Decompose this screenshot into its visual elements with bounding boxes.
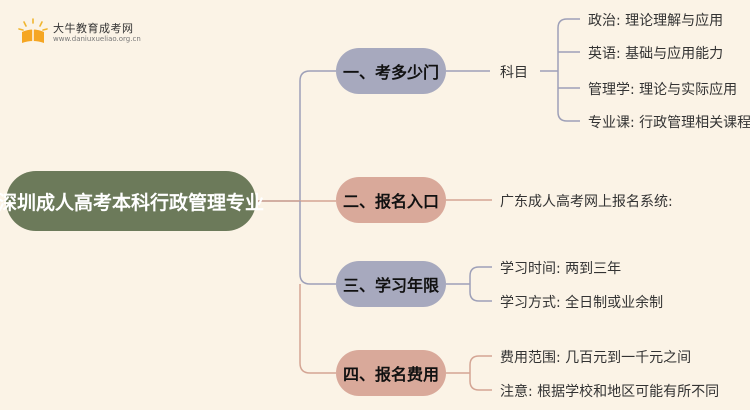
branch-fees: 四、报名费用 [336, 350, 446, 396]
root-node: 深圳成人高考本科行政管理专业 [0, 171, 264, 231]
leaf-registration-system: 广东成人高考网上报名系统: [500, 194, 673, 210]
branch-study-duration: 三、学习年限 [336, 261, 446, 307]
connector-root-b1 [256, 70, 336, 202]
subjects-label: 科目 [500, 65, 528, 81]
leaf-fee-note: 注意: 根据学校和地区可能有所不同 [500, 384, 720, 400]
logo-name: 大牛教育成考网 [53, 22, 134, 35]
leaf-study-time: 学习时间: 两到三年 [500, 261, 622, 277]
site-logo: 大牛教育成考网 www.daniuxueliao.org.cn [18, 17, 158, 47]
leaf-english: 英语: 基础与应用能力 [588, 46, 724, 62]
connector-root-b3 [299, 201, 336, 285]
leaf-major-course: 专业课: 行政管理相关课程 [588, 115, 750, 131]
branch-registration: 二、报名入口 [336, 177, 446, 223]
connector-b3-leaves [446, 266, 492, 302]
leaf-fee-range: 费用范围: 几百元到一千元之间 [500, 350, 692, 366]
leaf-study-mode: 学习方式: 全日制或业余制 [500, 295, 664, 311]
connector-b1-leaves [540, 18, 580, 122]
leaf-politics: 政治: 理论理解与应用 [588, 13, 724, 29]
leaf-management: 管理学: 理论与实际应用 [588, 82, 738, 98]
branch-exam-subjects: 一、考多少门 [336, 48, 446, 94]
connector-b4-leaves [446, 355, 492, 391]
connector-root-b4 [299, 284, 336, 374]
logo-emblem [18, 18, 48, 43]
logo-url: www.daniuxueliao.org.cn [53, 35, 141, 43]
